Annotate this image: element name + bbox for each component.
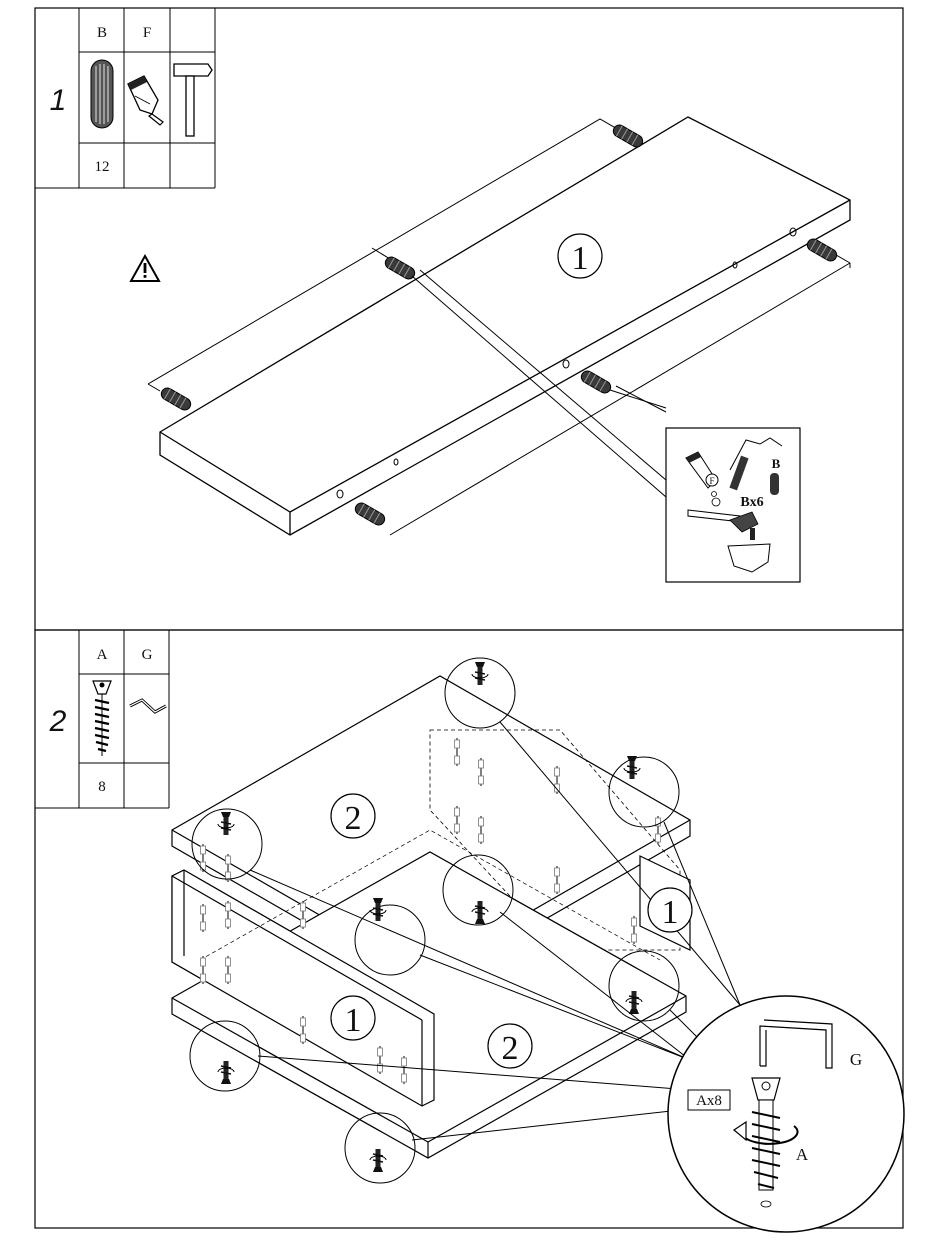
part-g-letter: G (142, 647, 153, 663)
step-1-parts-table: 1 B F 12 (35, 8, 215, 188)
detail-count: Ax8 (696, 1093, 722, 1109)
part-f-letter: F (143, 25, 151, 41)
svg-text:2: 2 (345, 800, 362, 837)
panel-1-left-label: 1 (331, 996, 375, 1040)
step-1-glue-inset: F B Bx6 (666, 428, 800, 582)
svg-text:1: 1 (572, 240, 589, 277)
step-1-number: 1 (50, 84, 67, 117)
panel-1-label: 1 (558, 234, 602, 278)
inset-dowel-label: B (772, 456, 781, 471)
panel-2-top-label: 2 (331, 794, 375, 838)
svg-text:1: 1 (662, 894, 679, 931)
step-2-screw-detail: G Ax8 (668, 996, 904, 1232)
step-2-section: 2 A G (35, 630, 904, 1232)
step-2-cabinet-drawing (172, 676, 690, 1158)
allen-key-icon (130, 700, 166, 712)
part-b-letter: B (97, 25, 107, 41)
hammer-icon (174, 64, 212, 136)
warning-triangle-icon (131, 256, 159, 281)
part-a-qty: 8 (98, 779, 106, 795)
part-b-qty: 12 (95, 159, 110, 175)
detail-screw-label: A (796, 1145, 809, 1164)
step-2-parts-table: 2 A G (35, 630, 169, 808)
svg-text:1: 1 (345, 1002, 362, 1039)
inset-glue-label: F (709, 476, 714, 486)
step-2-number: 2 (49, 705, 67, 738)
inset-count: Bx6 (740, 495, 763, 510)
step-1-section: 1 B F 12 (35, 8, 903, 630)
cam-screw-icon (93, 681, 111, 756)
dowel-icon (91, 60, 113, 128)
svg-text:2: 2 (502, 1030, 519, 1067)
part-a-letter: A (97, 647, 108, 663)
glue-bottle-icon (128, 76, 163, 125)
panel-1-right-label: 1 (648, 888, 692, 932)
detail-key-label: G (850, 1050, 862, 1069)
panel-2-bottom-label: 2 (488, 1024, 532, 1068)
